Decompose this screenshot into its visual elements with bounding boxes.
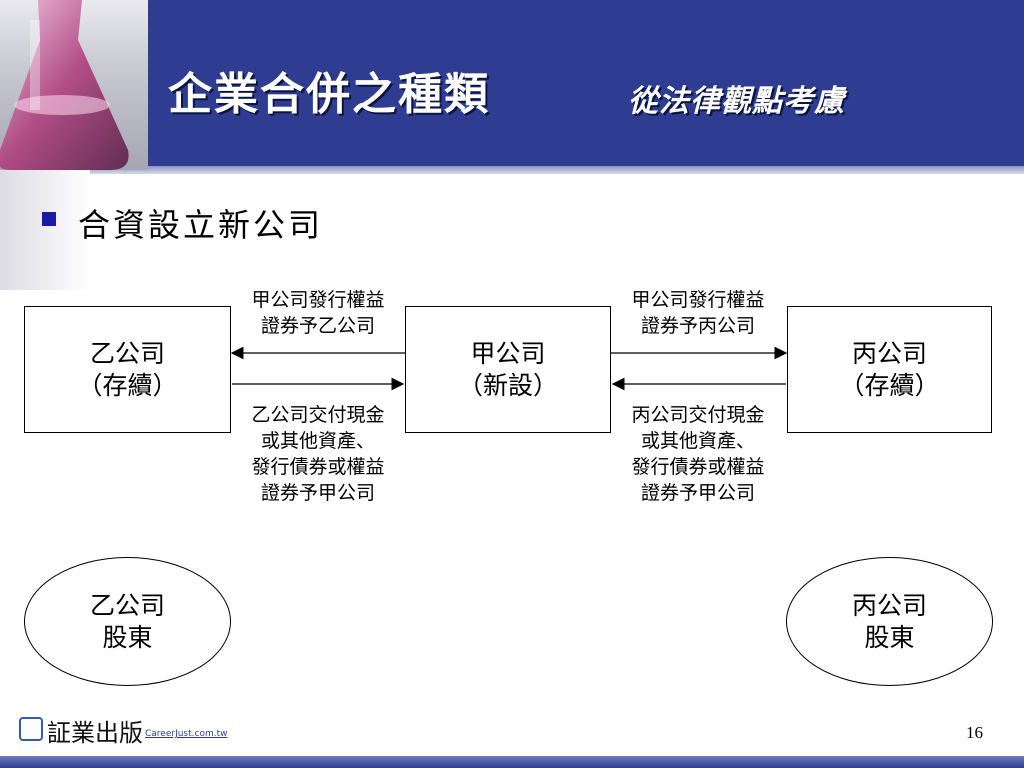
company-c-box: 丙公司 （存續） [787, 306, 992, 433]
label-top-left: 甲公司發行權益 證券予乙公司 [251, 289, 385, 337]
company-a-name: 甲公司 [470, 338, 546, 368]
company-c-status: （存續） [839, 370, 940, 400]
left-fade-decoration [0, 170, 90, 290]
label-bottom-right: 丙公司交付現金 或其他資產、 發行債券或權益 證券予甲公司 [631, 404, 765, 504]
company-b-status: （存續） [77, 370, 178, 400]
label-top-right: 甲公司發行權益 證券予丙公司 [631, 289, 765, 337]
company-a-box: 甲公司 （新設） [405, 306, 611, 433]
publisher-url[interactable]: CareerJust.com.tw [145, 729, 228, 739]
page-number: 16 [966, 723, 983, 742]
publisher-logo-icon [19, 717, 43, 741]
shareholders-b-label: 股東 [102, 622, 153, 652]
company-c-name: 丙公司 [851, 338, 927, 368]
shareholders-b-ellipse: 乙公司 股東 [24, 557, 231, 686]
shareholders-c-label: 股東 [864, 622, 915, 652]
shareholders-b-company: 乙公司 [89, 590, 165, 620]
publisher-name: 証業出版 [47, 719, 143, 747]
shareholders-c-ellipse: 丙公司 股東 [786, 557, 993, 686]
footer-bar [0, 756, 1024, 768]
shareholders-c-company: 丙公司 [851, 590, 927, 620]
label-bottom-left: 乙公司交付現金 或其他資產、 發行債券或權益 證券予甲公司 [251, 404, 385, 504]
company-a-status: （新設） [457, 370, 558, 400]
bullet-text: 合資設立新公司 [78, 206, 324, 244]
flask-image [0, 0, 148, 170]
company-b-box: 乙公司 （存續） [24, 306, 231, 433]
slide-title: 企業合併之種類 [168, 69, 490, 120]
header-banner [0, 0, 1024, 170]
slide-subtitle: 從法律觀點考慮 [628, 84, 845, 119]
bullet-square-icon [42, 212, 56, 226]
header-divider [0, 166, 1024, 174]
company-b-name: 乙公司 [89, 338, 165, 368]
